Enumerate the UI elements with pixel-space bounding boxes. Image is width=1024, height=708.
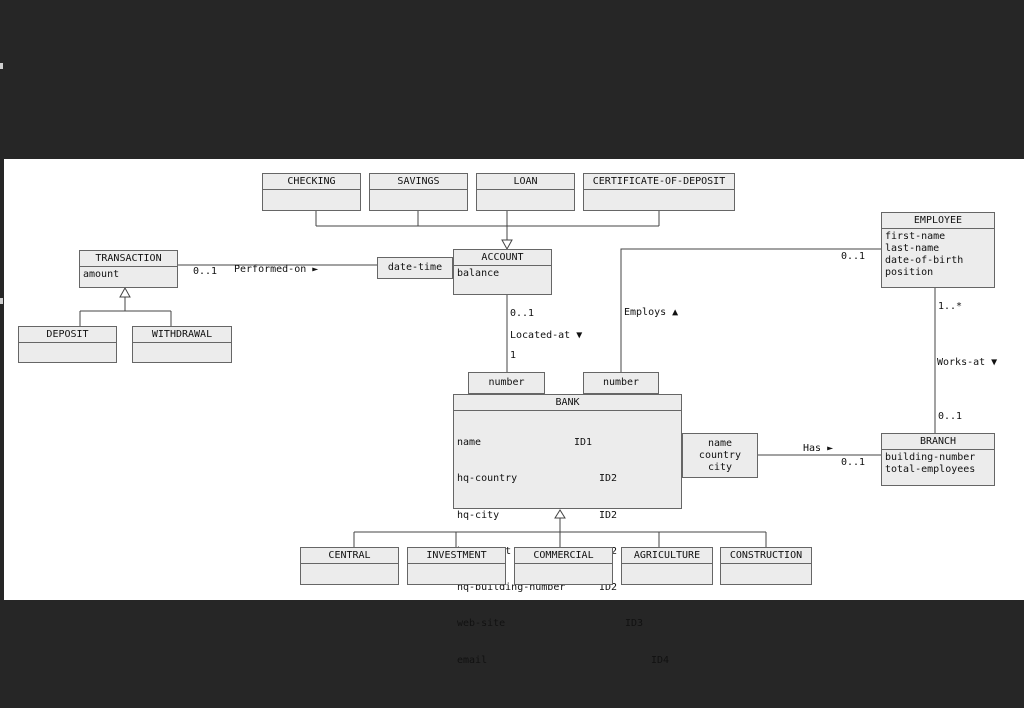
class-agriculture[interactable]: AGRICULTURE xyxy=(621,547,713,585)
attribute-identifier: ID2 xyxy=(599,582,618,594)
multiplicity-located-at-top: 0..1 xyxy=(510,308,535,319)
multiplicity-works-at-bottom: 0..1 xyxy=(938,411,963,422)
class-attributes: amount xyxy=(83,269,120,280)
qualifier-number-employee[interactable]: number xyxy=(583,372,659,394)
class-savings[interactable]: SAVINGS xyxy=(369,173,468,211)
class-investment[interactable]: INVESTMENT xyxy=(407,547,506,585)
attribute-name: web-site xyxy=(457,618,506,630)
class-name: WITHDRAWAL xyxy=(133,327,231,343)
class-name: CENTRAL xyxy=(301,548,398,564)
class-name: BANK xyxy=(454,395,681,411)
class-attributes: balance xyxy=(457,268,500,279)
class-commercial[interactable]: COMMERCIAL xyxy=(514,547,613,585)
qualifier-label: date-time xyxy=(387,262,443,273)
class-name: TRANSACTION xyxy=(80,251,177,267)
attribute-row: hq-city ID2 xyxy=(457,510,678,522)
class-attributes: first-name last-name date-of-birth posit… xyxy=(885,231,964,278)
assoc-employs xyxy=(620,248,881,372)
attribute-identifier: ID1 xyxy=(574,437,593,448)
class-transaction[interactable]: TRANSACTION amount xyxy=(79,250,178,288)
class-name: ACCOUNT xyxy=(454,250,551,266)
class-name: CONSTRUCTION xyxy=(721,548,811,564)
class-central[interactable]: CENTRAL xyxy=(300,547,399,585)
multiplicity-located-at-bottom: 1 xyxy=(510,350,517,361)
class-name: CHECKING xyxy=(263,174,360,190)
class-name: BRANCH xyxy=(882,434,994,450)
attribute-name: name xyxy=(457,437,482,448)
class-branch[interactable]: BRANCH building-number total-employees xyxy=(881,433,995,486)
class-name: INVESTMENT xyxy=(408,548,505,564)
class-name: LOAN xyxy=(477,174,574,190)
qualifier-label: number xyxy=(602,377,640,388)
class-loan[interactable]: LOAN xyxy=(476,173,575,211)
attribute-name: hq-country xyxy=(457,473,518,485)
class-name: DEPOSIT xyxy=(19,327,116,343)
qualifier-name-country-city[interactable]: name country city xyxy=(682,433,758,478)
attribute-identifier: ID2 xyxy=(599,509,618,521)
class-name: CERTIFICATE-OF-DEPOSIT xyxy=(584,174,734,190)
attribute-identifier: ID4 xyxy=(651,654,670,666)
class-name: EMPLOYEE xyxy=(882,213,994,229)
class-deposit[interactable]: DEPOSIT xyxy=(18,326,117,363)
qualifier-number-account[interactable]: number xyxy=(468,372,545,394)
association-label-works-at[interactable]: Works-at ▼ xyxy=(937,357,998,368)
multiplicity-has: 0..1 xyxy=(841,457,866,468)
class-name: AGRICULTURE xyxy=(622,548,712,564)
inheritance-arrow-account xyxy=(501,239,513,251)
multiplicity-employs: 0..1 xyxy=(841,251,866,262)
class-name: COMMERCIAL xyxy=(515,548,612,564)
attribute-row: web-site ID3 xyxy=(457,618,678,630)
class-withdrawal[interactable]: WITHDRAWAL xyxy=(132,326,232,363)
class-checking[interactable]: CHECKING xyxy=(262,173,361,211)
class-attributes: building-number total-employees xyxy=(885,452,976,475)
qualifier-label: name country city xyxy=(698,437,742,473)
attribute-name: hq-building-number xyxy=(457,582,566,594)
attribute-name: email xyxy=(457,654,488,666)
inheritance-arrow-bank xyxy=(554,509,566,519)
class-account[interactable]: ACCOUNT balance xyxy=(453,249,552,295)
association-label-located-at[interactable]: Located-at ▼ xyxy=(510,330,583,341)
attribute-row: hq-building-number ID2 xyxy=(457,582,678,594)
edge-marker xyxy=(0,63,3,69)
attribute-identifier: ID2 xyxy=(599,473,618,485)
qualifier-label: number xyxy=(488,377,525,388)
multiplicity-performed-on: 0..1 xyxy=(193,266,218,277)
attribute-identifier: ID3 xyxy=(625,618,644,630)
attribute-row: email ID4 xyxy=(457,655,678,667)
attribute-row: name ID1 xyxy=(457,437,678,449)
association-label-employs[interactable]: Employs ▲ xyxy=(624,307,679,318)
inheritance-arrow-transaction xyxy=(119,286,131,298)
association-label-performed-on[interactable]: Performed-on ► xyxy=(234,264,319,275)
class-construction[interactable]: CONSTRUCTION xyxy=(720,547,812,585)
association-label-has[interactable]: Has ► xyxy=(803,443,834,454)
qualifier-date-time[interactable]: date-time xyxy=(377,257,453,279)
edge-marker xyxy=(0,298,3,304)
class-name: SAVINGS xyxy=(370,174,467,190)
class-certificate-of-deposit[interactable]: CERTIFICATE-OF-DEPOSIT xyxy=(583,173,735,211)
attribute-row: hq-country ID2 xyxy=(457,473,678,485)
attribute-name: hq-city xyxy=(457,509,500,521)
multiplicity-works-at-top: 1..* xyxy=(938,301,963,312)
class-employee[interactable]: EMPLOYEE first-name last-name date-of-bi… xyxy=(881,212,995,288)
